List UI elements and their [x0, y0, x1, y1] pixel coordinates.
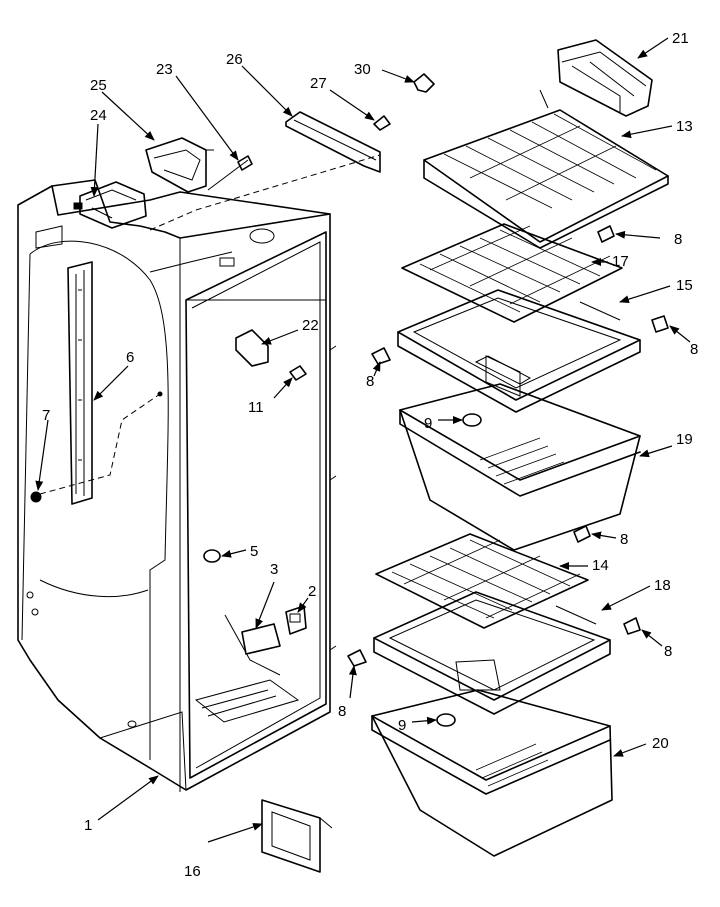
shelf-stud-mid-left [371, 347, 391, 365]
crisper-drawer-20 [371, 689, 613, 857]
callout-8-mid-right: 8 [690, 341, 698, 358]
shelf-stud-bottom-right [623, 617, 641, 635]
callout-3: 3 [270, 561, 278, 578]
bracket-22 [235, 329, 269, 367]
callout-8-low-right: 8 [620, 531, 628, 548]
mounting-line [149, 154, 381, 231]
screw-27 [373, 115, 391, 131]
hinge-bracket [285, 111, 381, 173]
callout-9-lower: 9 [398, 717, 406, 734]
callout-1: 1 [84, 817, 92, 834]
cabinet-liner [17, 179, 337, 792]
callout-8-bottom-right: 8 [664, 643, 672, 660]
crisper-drawer-19 [399, 355, 641, 551]
part-5 [203, 549, 221, 563]
callout-5: 5 [250, 543, 258, 560]
callout-7: 7 [42, 407, 50, 424]
callout-20: 20 [652, 735, 669, 752]
callout-8-mid-left: 8 [366, 373, 374, 390]
callout-11: 11 [248, 399, 264, 416]
part-2 [285, 605, 307, 635]
screw-23 [207, 155, 253, 191]
shelf-rail [67, 261, 93, 505]
glass-shelf-14 [375, 533, 589, 629]
callout-17: 17 [612, 253, 629, 270]
callout-13: 13 [676, 118, 693, 135]
callout-15: 15 [676, 277, 693, 294]
callout-18: 18 [654, 577, 671, 594]
callout-21: 21 [672, 30, 689, 47]
part-3 [241, 623, 281, 655]
callout-22: 22 [302, 317, 319, 334]
callout-30: 30 [354, 61, 371, 78]
screw-7 [30, 391, 163, 503]
callout-25: 25 [90, 77, 107, 94]
shelf-stud-bottom-left [347, 649, 367, 667]
screw-11 [289, 365, 307, 381]
callout-6: 6 [126, 349, 134, 366]
leader-lines [35, 37, 691, 843]
callout-9-upper: 9 [424, 415, 432, 432]
callout-2: 2 [308, 583, 316, 600]
callout-8-bottom-left: 8 [338, 703, 346, 720]
callout-19: 19 [676, 431, 693, 448]
part-16 [261, 799, 333, 873]
callout-8-top-right: 8 [674, 231, 682, 248]
callout-14: 14 [592, 557, 609, 574]
crisper-cover-15 [397, 289, 641, 413]
shelf-stud-mid-right [651, 315, 669, 333]
shelf-stud-low-right [573, 525, 591, 543]
clip-30 [413, 73, 435, 93]
callout-27: 27 [310, 75, 327, 92]
light-shield [145, 137, 214, 193]
glass-shelf-17 [401, 223, 623, 323]
crisper-cover-18 [373, 591, 611, 715]
roller-9-upper [462, 413, 482, 427]
callout-16: 16 [184, 863, 201, 880]
callout-24: 24 [90, 107, 107, 124]
door-bin [557, 39, 653, 117]
shelf-stud-top-right [597, 225, 615, 243]
callout-23: 23 [156, 61, 173, 78]
roller-9-lower [436, 713, 456, 727]
callout-26: 26 [226, 51, 243, 68]
callout-labels: 1 2 3 5 6 7 8 8 8 8 8 8 9 9 11 13 14 15 … [42, 30, 698, 880]
